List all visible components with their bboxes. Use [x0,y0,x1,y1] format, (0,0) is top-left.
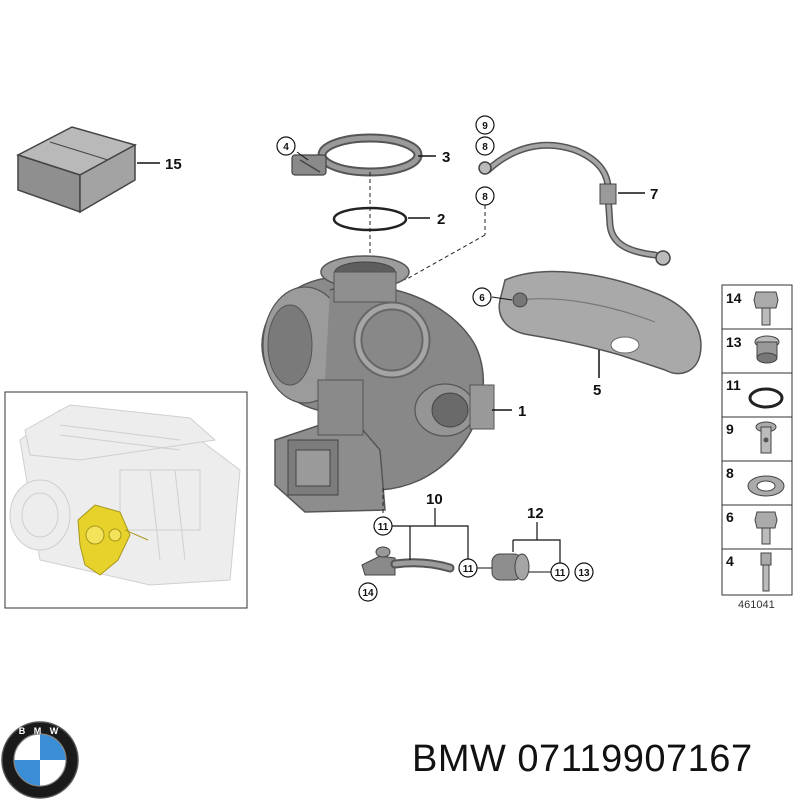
legend-num-8: 8 [726,465,734,481]
oil-return-connector[interactable] [491,553,530,581]
callout-circle-6 [472,287,492,307]
screen-filter-icon [754,335,780,364]
callout-6: 6 [479,293,485,304]
callout-circle-8a [475,136,495,156]
fastener-legend: 14 13 11 9 8 6 4 [721,284,793,596]
svg-text:B M W: B M W [19,726,62,736]
legend-num-9: 9 [726,421,734,437]
oil-feed-line[interactable] [478,141,671,266]
callout-4: 4 [283,142,289,153]
callout-circle-9 [475,115,495,135]
legend-num-14: 14 [726,290,742,306]
callout-11c: 11 [555,568,566,579]
callout-circle-14 [358,582,378,602]
callout-12: 12 [527,505,544,522]
callout-3: 3 [442,149,450,166]
banjo-bolt-icon [755,421,777,454]
callout-2: 2 [437,211,445,228]
callout-7: 7 [650,186,658,203]
callout-5: 5 [593,382,601,399]
callout-11b: 11 [463,564,474,575]
turbocharger[interactable] [261,255,495,513]
bmw-logo: B M W [1,721,79,799]
callout-13: 13 [578,568,590,579]
callout-8a: 8 [482,142,488,153]
callout-8b: 8 [482,192,488,203]
callout-circle-13 [574,562,594,582]
gasket-kit-box[interactable] [16,126,137,214]
legend-num-11: 11 [726,377,741,393]
callout-9: 9 [482,121,488,132]
callout-10: 10 [426,491,443,508]
callout-11a: 11 [378,522,389,533]
oil-return-pipe[interactable] [361,546,455,576]
callout-circle-4 [276,136,296,156]
v-band-clamp[interactable] [291,133,423,177]
legend-num-13: 13 [726,334,742,350]
bolt-icon [753,291,779,326]
callout-1: 1 [518,403,526,420]
o-ring-icon [748,387,784,409]
heat-shield[interactable] [498,270,702,375]
gasket-ring[interactable] [332,206,408,232]
diagram-code: 461041 [738,599,775,611]
callout-15: 15 [165,156,182,173]
callout-14: 14 [362,588,374,599]
sealing-washer-icon [747,475,785,497]
stud-bolt-icon [760,552,772,592]
hex-bolt-icon [754,511,778,545]
engine-location-inset [4,391,248,609]
part-number-label: BMW 07119907167 [412,738,753,780]
legend-num-6: 6 [726,509,734,525]
legend-num-4: 4 [726,553,734,569]
